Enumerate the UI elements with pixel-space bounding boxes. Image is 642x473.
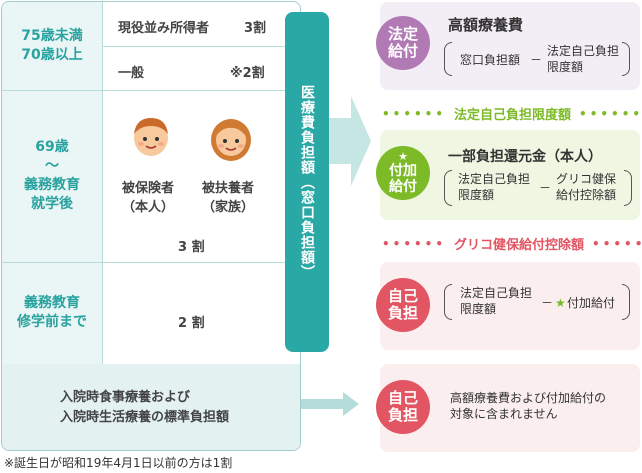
dots: ••••••: [382, 236, 447, 251]
term-line: 限度額: [460, 302, 497, 317]
divider-label: 法定自己負担限度額: [454, 108, 572, 123]
badge-text: 法定: [387, 24, 418, 43]
row-label-active-income: 現役並み所得者: [118, 21, 210, 36]
young-rate: 2 割: [178, 316, 205, 331]
age-label: 義務教育: [24, 177, 80, 193]
benefit-table: 75歳未満 70歳以上 69歳 〜 義務教育 就学後 義務教育 修学前まで 現役…: [1, 1, 301, 451]
boy-avatar-icon: [134, 118, 168, 156]
badge-text: 給付: [389, 179, 417, 196]
age-cell-school-to-69: 69歳 〜 義務教育 就学後: [2, 90, 102, 262]
bracket-right: [622, 42, 630, 76]
small-arrow-icon: [301, 392, 359, 416]
bracket-left: [444, 170, 452, 206]
divider: [102, 2, 103, 364]
medical-cost-label: 医療費負担額（窓口負担額）: [299, 84, 315, 280]
bracket-right: [622, 284, 630, 320]
badge-text: 自己: [387, 388, 418, 407]
bracket-left: [444, 42, 452, 76]
dots: •••••••: [592, 236, 642, 251]
age-label: 70歳以上: [21, 47, 83, 63]
mid-rate: 3 割: [178, 240, 205, 255]
age-label: 修学前まで: [17, 314, 87, 330]
not-covered-line: 高額療養費および付加給付の: [450, 391, 607, 405]
badge-text: 自己: [387, 286, 418, 305]
age-label: 75歳未満: [21, 28, 83, 45]
glico-deduction-divider: •••••• グリコ健保給付控除額 •••••••: [382, 234, 642, 254]
self-pay-badge: 自己 負担: [376, 380, 430, 434]
divider-label: グリコ健保給付控除額: [454, 238, 585, 253]
hospital-meal-band: 入院時食事療養および 入院時生活療養の標準負担額: [2, 364, 300, 450]
high-cost-title: 高額療養費: [448, 16, 524, 34]
term-window-payment: 窓口負担額: [460, 53, 521, 67]
term-additional-benefit: 付加給付: [567, 296, 616, 310]
birthday-footnote: ※誕生日が昭和19年4月1日以前の方は1割: [4, 456, 233, 470]
row-rate-active-income: 3割: [244, 21, 267, 36]
star-icon: ★: [398, 149, 408, 163]
statutory-limit-divider: •••••• 法定自己負担限度額 ••••••: [382, 104, 642, 124]
term-line: 法定自己負担: [460, 286, 533, 300]
insured-label-line: （本人）: [122, 199, 175, 215]
statutory-benefit-badge: 法定 給付: [376, 16, 430, 70]
badge-text: 給付: [387, 42, 418, 60]
badge-text: 負担: [387, 304, 418, 322]
dots: ••••••: [579, 106, 642, 121]
dependent-label-line: （家族）: [202, 199, 255, 215]
age-label: 69歳: [35, 139, 69, 156]
term-glico-deduction: グリコ健保 給付控除額: [556, 171, 616, 203]
term-statutory-limit: 法定自己負担 限度額: [458, 171, 530, 203]
age-cell-70-74: 75歳未満 70歳以上: [2, 2, 102, 90]
hospital-meal-line: 入院時食事療養および: [60, 390, 191, 405]
minus-sign: －: [530, 53, 543, 67]
divider: [2, 90, 300, 91]
term-line: グリコ健保: [556, 172, 617, 186]
term-line: 法定自己負担: [458, 172, 531, 186]
age-label: 義務教育: [24, 295, 80, 312]
row-label-general: 一般: [118, 66, 145, 81]
badge-text: 負担: [387, 406, 418, 424]
self-pay-badge: 自己 負担: [376, 278, 430, 332]
girl-avatar-icon: [211, 119, 251, 161]
not-covered-text: 高額療養費および付加給付の 対象に含まれません: [450, 390, 606, 422]
bracket-left: [444, 284, 452, 320]
term-line: 法定自己負担: [547, 44, 620, 58]
minus-sign: －: [539, 181, 552, 195]
divider: [102, 46, 300, 47]
not-covered-line: 対象に含まれません: [450, 407, 558, 422]
hospital-meal-text: 入院時食事療養および 入院時生活療養の標準負担額: [60, 388, 229, 427]
term-line: 限度額: [458, 188, 495, 203]
hospital-meal-line: 入院時生活療養の標準負担額: [60, 409, 230, 425]
term-line: 給付控除額: [556, 188, 617, 203]
term-statutory-limit: 法定自己負担 限度額: [547, 43, 619, 75]
additional-benefit-badge: ★ 付加 給付: [376, 146, 430, 200]
divider: [2, 262, 300, 263]
age-cell-preschool: 義務教育 修学前まで: [2, 262, 102, 364]
row-rate-general: ※2割: [230, 66, 265, 81]
insured-label: 被保険者 （本人）: [122, 180, 174, 218]
dependent-label: 被扶養者 （家族）: [202, 180, 254, 218]
dependent-label-line: 被扶養者: [202, 181, 255, 196]
big-arrow-icon: [329, 96, 371, 186]
age-label: 就学後: [31, 195, 73, 212]
term-statutory-limit: 法定自己負担 限度額: [460, 285, 532, 317]
partial-refund-title: 一部負担還元金（本人）: [448, 149, 602, 165]
insured-label-line: 被保険者: [122, 181, 175, 196]
dots: ••••••: [382, 106, 447, 121]
bracket-right: [624, 170, 632, 206]
term-line: 限度額: [547, 60, 584, 75]
badge-text: 付加: [389, 163, 417, 180]
medical-cost-band: 医療費負担額（窓口負担額）: [285, 12, 329, 352]
minus-sign: －: [541, 296, 554, 310]
star-icon: ★: [555, 296, 566, 310]
age-label: 〜: [45, 158, 59, 175]
